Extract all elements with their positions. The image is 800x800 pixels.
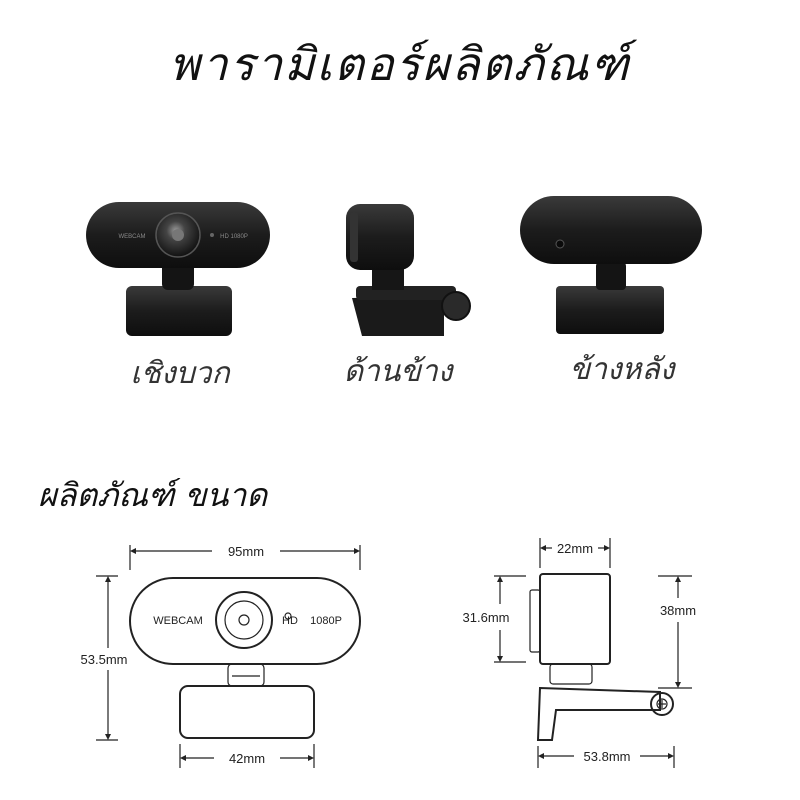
side-view-label: ด้านข้าง bbox=[343, 354, 453, 389]
back-view-camera bbox=[520, 196, 702, 334]
back-view-label: ข้างหลัง bbox=[569, 352, 675, 387]
side-base-depth-dimension: 53.8mm bbox=[584, 749, 631, 764]
front-drawing-res-text: 1080P bbox=[310, 615, 342, 627]
front-width-dimension: 95mm bbox=[228, 544, 264, 559]
front-view-label: เชิงบวก bbox=[130, 356, 230, 391]
side-depth-dimension: 22mm bbox=[557, 541, 593, 556]
front-drawing-webcam-text: WEBCAM bbox=[153, 615, 203, 627]
side-view-camera bbox=[346, 204, 471, 336]
page-title: พารามิเตอร์ผลิตภัณฑ์ bbox=[169, 37, 631, 91]
front-view-camera: WEBCAM HD 1080P bbox=[86, 202, 270, 336]
dimension-section-title: ผลิตภัณฑ์ ขนาด bbox=[38, 476, 268, 514]
front-base-dimension: 42mm bbox=[229, 751, 265, 766]
front-hd-text: HD 1080P bbox=[220, 234, 248, 240]
side-total-height-dimension: 38mm bbox=[660, 603, 696, 618]
front-height-dimension: 53.5mm bbox=[81, 652, 128, 667]
side-body-height-dimension: 31.6mm bbox=[463, 610, 510, 625]
front-line-drawing bbox=[96, 545, 361, 768]
front-drawing-hd-text: HD bbox=[282, 615, 298, 627]
side-line-drawing bbox=[494, 538, 692, 768]
front-webcam-text: WEBCAM bbox=[119, 234, 146, 240]
